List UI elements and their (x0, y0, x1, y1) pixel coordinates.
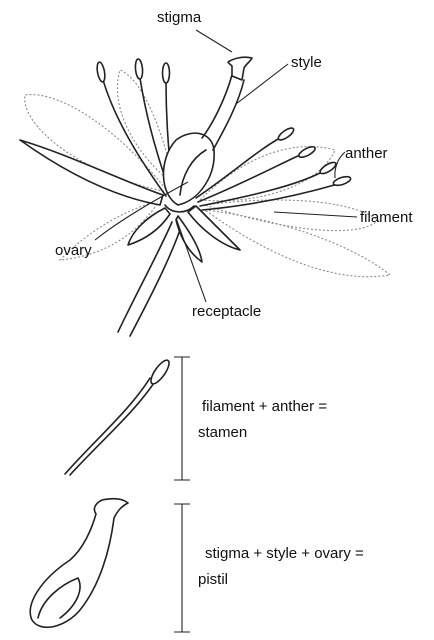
anther-right-1 (277, 126, 296, 142)
anther-left-2 (135, 59, 144, 80)
anther-left-3 (163, 63, 170, 83)
stamen-caption-line2: stamen (198, 424, 247, 441)
label-ovary: ovary (55, 242, 92, 259)
label-anther: anther (345, 145, 388, 162)
sepal-left-outer (20, 140, 163, 205)
pistil-caption-line2: pistil (198, 571, 228, 588)
stigma-head (228, 57, 252, 80)
flower-pistil (163, 57, 252, 205)
pistil-illustration (30, 499, 128, 628)
flower-illustration (20, 57, 390, 336)
anther-right-2 (297, 145, 316, 160)
stamen-anther (148, 358, 172, 387)
stamen-bracket (174, 357, 190, 480)
anther-left-1 (96, 62, 106, 83)
pistil-caption-line1: stigma + style + ovary = (205, 545, 364, 562)
stamen-caption-line1: filament + anther = (202, 398, 327, 415)
stem (118, 222, 172, 332)
label-filament: filament (360, 209, 413, 226)
label-receptacle: receptacle (192, 303, 261, 320)
stamen-illustration (65, 358, 172, 475)
label-stigma: stigma (157, 9, 202, 26)
pistil-shape (30, 499, 128, 628)
pistil-bracket (174, 504, 190, 632)
label-style: style (291, 54, 322, 71)
flower-labels: stigma style anther filament ovary recep… (55, 9, 413, 320)
